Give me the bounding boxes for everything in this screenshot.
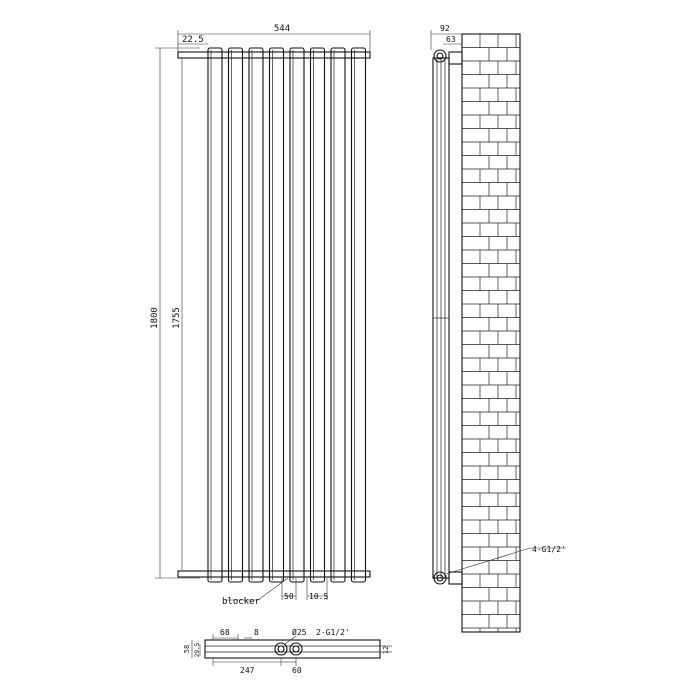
dim-total-width: 544 bbox=[274, 24, 290, 34]
bottom-view: 68 8 Ø25 2-G1/2' 58 29.5 12 247 60 bbox=[183, 627, 392, 675]
radiator-panel bbox=[268, 47, 285, 583]
radiator-panel bbox=[289, 47, 305, 583]
dim-panel-height: 1755 bbox=[172, 307, 182, 329]
dim-depth: 92 bbox=[440, 24, 450, 33]
top-header-bar bbox=[177, 51, 371, 59]
bottom-profile-outer bbox=[204, 639, 381, 659]
dim-total-height: 1800 bbox=[150, 307, 160, 329]
dim-wall-gap: 63 bbox=[446, 35, 456, 44]
bottom-wall-bracket bbox=[433, 571, 463, 585]
dim-60: 60 bbox=[292, 666, 302, 675]
dim-68: 68 bbox=[220, 628, 230, 637]
dim-pipe-diameter: Ø25 bbox=[292, 627, 307, 637]
dim-right-12: 12 bbox=[382, 646, 390, 654]
dim-8: 8 bbox=[254, 628, 259, 637]
dim-inner-depth: 29.5 bbox=[194, 642, 201, 657]
dim-bottom-50: 50 bbox=[284, 592, 294, 601]
radiator-panel bbox=[248, 47, 264, 583]
radiator-panel bbox=[330, 47, 346, 583]
bottom-header-bar bbox=[177, 570, 371, 578]
brick-wall bbox=[461, 33, 521, 633]
dim-edge-gap: 22.5 bbox=[182, 35, 204, 45]
radiator-panel bbox=[227, 47, 244, 583]
brick-pattern bbox=[462, 34, 520, 632]
front-panels bbox=[207, 47, 367, 583]
label-connection: 4-G1/2' bbox=[532, 545, 566, 554]
dim-left-depth: 58 bbox=[183, 645, 191, 653]
pipe-connections bbox=[274, 642, 303, 656]
front-view: 544 22.5 1800 1755 blocker 50 10.5 bbox=[150, 24, 371, 607]
dim-247: 247 bbox=[240, 666, 255, 675]
side-view: 92 63 4-G1/2' bbox=[430, 24, 566, 633]
label-pipe-connection: 2-G1/2' bbox=[316, 628, 350, 637]
label-blocker: blocker bbox=[222, 597, 261, 607]
radiator-panel bbox=[207, 47, 223, 583]
top-wall-bracket bbox=[433, 49, 463, 65]
radiator-panel bbox=[309, 47, 326, 583]
dim-bottom-small: 10.5 bbox=[309, 592, 328, 601]
radiator-panel bbox=[350, 47, 367, 583]
